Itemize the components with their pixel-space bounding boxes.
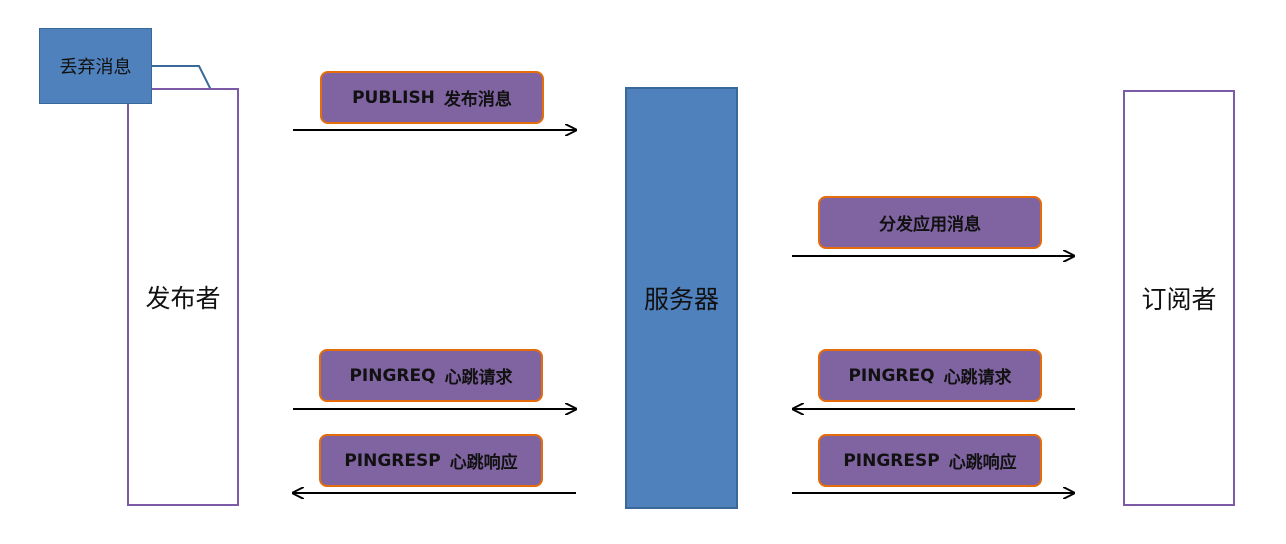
pingresp-left-command: PINGRESP: [344, 450, 441, 471]
pingresp-right-description: 心跳响应: [948, 453, 1017, 473]
pingreq-left-description: 心跳请求: [444, 368, 513, 388]
publish-command: PUBLISH: [352, 87, 435, 108]
publish-description: 发布消息: [443, 90, 512, 110]
server-lifeline-box: 服务器: [625, 87, 738, 509]
dispatch-description: 分发应用消息: [879, 215, 981, 235]
pingresp-left-description: 心跳响应: [449, 453, 518, 473]
dispatch-message-label: 分发应用消息: [818, 196, 1042, 249]
pingreq-left-command: PINGREQ: [349, 365, 436, 386]
pingreq-left-message-label: PINGREQ 心跳请求: [319, 349, 543, 402]
server-label: 服务器: [643, 285, 719, 314]
publisher-label: 发布者: [145, 284, 221, 313]
callout-label: 丢弃消息: [59, 57, 132, 78]
pingreq-right-description: 心跳请求: [943, 368, 1012, 388]
publisher-lifeline-box: 发布者: [127, 88, 239, 506]
pingreq-right-message-label: PINGREQ 心跳请求: [818, 349, 1042, 402]
discard-message-callout: 丢弃消息: [39, 28, 152, 104]
pingreq-right-command: PINGREQ: [848, 365, 935, 386]
pingresp-right-command: PINGRESP: [843, 450, 940, 471]
publish-message-label: PUBLISH 发布消息: [320, 71, 544, 124]
subscriber-lifeline-box: 订阅者: [1123, 90, 1235, 506]
subscriber-label: 订阅者: [1141, 285, 1217, 314]
pingresp-left-message-label: PINGRESP 心跳响应: [319, 434, 543, 487]
pingresp-right-message-label: PINGRESP 心跳响应: [818, 434, 1042, 487]
